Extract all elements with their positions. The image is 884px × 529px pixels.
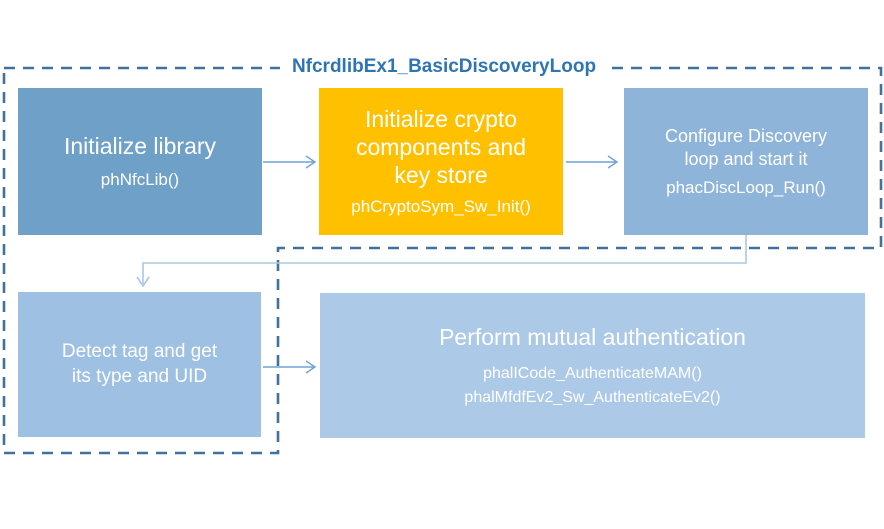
box-initialize-library-title: Initialize library: [63, 133, 217, 160]
diagram-title: NfcrdlibEx1_BasicDiscoveryLoop: [279, 56, 609, 78]
box-initialize-crypto: Initialize crypto components and key sto…: [319, 88, 563, 235]
arrow-library-to-crypto: [263, 155, 317, 169]
box-detect-tag-title: Detect tag and get its type and UID: [61, 340, 218, 387]
dashed-boundary: [2, 66, 883, 455]
box-initialize-crypto-title: Initialize crypto components and key sto…: [355, 106, 527, 189]
box-detect-tag: Detect tag and get its type and UID: [18, 292, 261, 437]
arrow-detect-to-authenticate: [263, 360, 317, 374]
arrow-crypto-to-discovery: [566, 155, 619, 169]
box-initialize-library-api: phNfcLib(): [100, 170, 180, 190]
box-configure-discovery-title: Configure Discovery loop and start it: [664, 125, 828, 170]
box-perform-authentication-api-2: phalMfdfEv2_Sw_AuthenticateEv2(): [464, 389, 721, 407]
box-initialize-crypto-api: phCryptoSym_Sw_Init(): [351, 197, 531, 217]
elbow-connector-discovery-to-detect: [136, 235, 747, 288]
box-perform-authentication-api-1: phalICode_AuthenticateMAM(): [483, 364, 702, 382]
box-initialize-library: Initialize library phNfcLib(): [18, 88, 262, 235]
box-perform-authentication-title: Perform mutual authentication: [439, 324, 746, 351]
box-configure-discovery: Configure Discovery loop and start it ph…: [624, 88, 868, 235]
box-perform-authentication: Perform mutual authentication phalICode_…: [320, 293, 865, 438]
box-configure-discovery-api: phacDiscLoop_Run(): [666, 177, 826, 197]
